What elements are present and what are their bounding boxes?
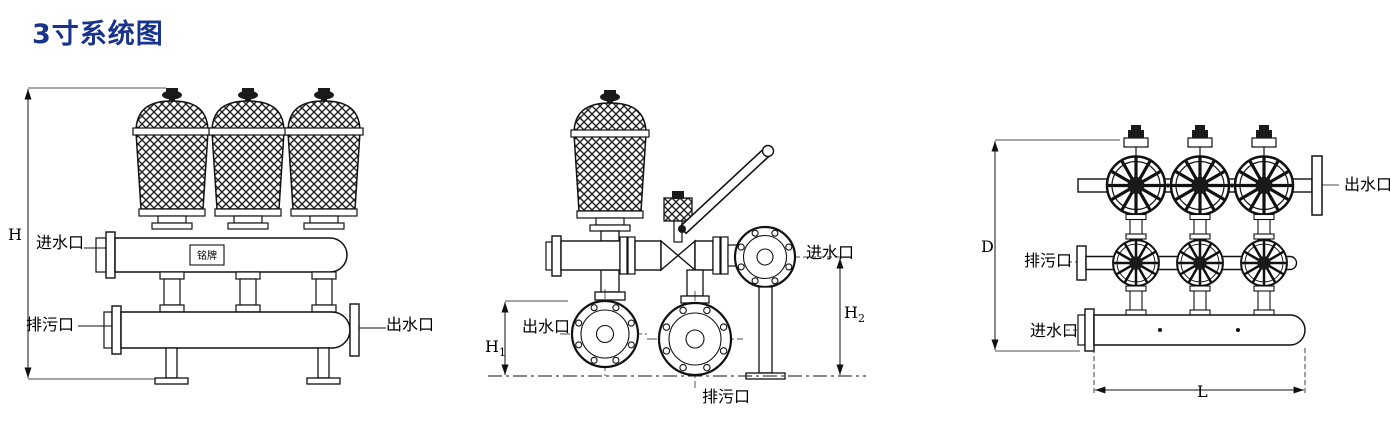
valve-body bbox=[660, 239, 680, 272]
inlet-manifold: 铭牌 bbox=[84, 231, 348, 279]
outlet-flange-circle bbox=[560, 289, 650, 379]
lower-connectors bbox=[1125, 285, 1275, 316]
valve-pipe-assembly bbox=[545, 191, 739, 277]
rear-inlet-label: 进水口 bbox=[1030, 321, 1079, 340]
outlet-end-flange bbox=[1311, 155, 1323, 216]
dim-h-label: H bbox=[8, 225, 22, 244]
filter-unit-1 bbox=[132, 87, 212, 230]
dim-h1-base: H bbox=[485, 337, 499, 356]
drain-manifold bbox=[78, 303, 386, 357]
side-drain-label: 排污口 bbox=[702, 387, 751, 406]
rear-view-drawing bbox=[991, 125, 1339, 396]
front-outlet-label: 出水口 bbox=[386, 315, 435, 334]
upper-connectors bbox=[1125, 213, 1275, 241]
filter-unit-side bbox=[570, 89, 650, 232]
valve-actuator bbox=[663, 197, 693, 222]
disc-filter-3 bbox=[1233, 154, 1295, 217]
nameplate-label: 铭牌 bbox=[197, 249, 217, 262]
rear-drain-label: 排污口 bbox=[1024, 251, 1073, 270]
filter-unit-3 bbox=[284, 87, 364, 230]
drain-valve-3 bbox=[1239, 238, 1289, 288]
drain-valve-2 bbox=[1175, 238, 1225, 288]
dimension-d bbox=[991, 139, 1120, 352]
front-view-drawing: 铭牌 bbox=[24, 87, 386, 385]
dim-h1-sub: 1 bbox=[498, 346, 506, 360]
dim-d-label: D bbox=[981, 237, 994, 256]
rear-outlet-label: 出水口 bbox=[1344, 175, 1390, 194]
inlet-flange-circle bbox=[733, 225, 797, 289]
side-inlet-label: 进水口 bbox=[806, 243, 855, 262]
dim-l-label: L bbox=[1197, 382, 1208, 401]
nameplate bbox=[189, 244, 225, 266]
drain-flange-circle bbox=[647, 291, 743, 388]
front-inlet-label: 进水口 bbox=[36, 233, 85, 252]
stand-pipe bbox=[745, 286, 786, 380]
disc-filter-2 bbox=[1169, 154, 1231, 217]
dim-h1-label: H1 bbox=[485, 338, 506, 362]
dimension-h1 bbox=[501, 300, 568, 375]
disc-filter-1 bbox=[1105, 154, 1167, 217]
dim-h2-label: H2 bbox=[844, 304, 865, 328]
filter-caps bbox=[1123, 125, 1277, 157]
dimension-h bbox=[24, 87, 166, 380]
dim-h2-sub: 2 bbox=[857, 312, 865, 326]
dim-h2-base: H bbox=[844, 303, 858, 322]
side-view-drawing bbox=[488, 89, 866, 388]
support-legs bbox=[154, 347, 341, 385]
filter-down-pipe bbox=[594, 230, 626, 301]
vertical-connectors bbox=[159, 271, 337, 313]
front-drain-label: 排污口 bbox=[26, 315, 75, 334]
inlet-manifold-rear bbox=[1066, 308, 1306, 352]
outlet-flange bbox=[349, 303, 360, 357]
page-title: 3寸系统图 bbox=[32, 19, 164, 50]
side-outlet-label: 出水口 bbox=[522, 317, 571, 336]
dimension-l bbox=[1093, 348, 1306, 396]
filter-unit-2 bbox=[208, 87, 288, 230]
handle-lever bbox=[678, 144, 775, 235]
drain-valve-1 bbox=[1111, 238, 1161, 288]
